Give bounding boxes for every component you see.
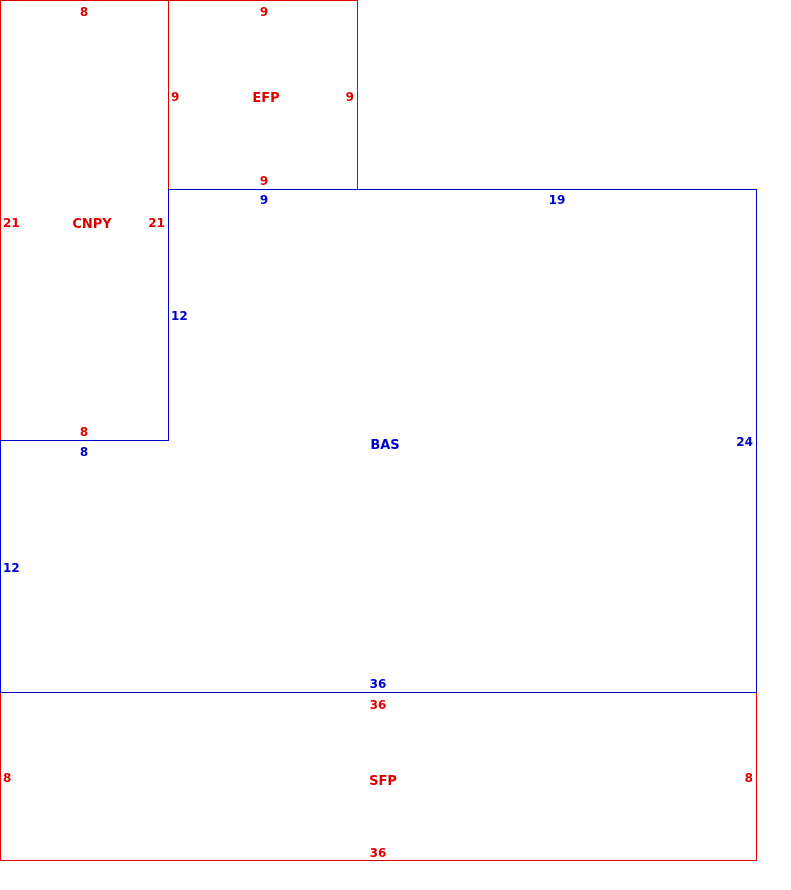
efp-dim-right: 9 [346, 90, 354, 104]
sfp-dim-left: 8 [3, 771, 11, 785]
sfp-dim-top: 36 [370, 698, 387, 712]
cnpy-dim-top: 8 [80, 5, 88, 19]
efp-dim-left: 9 [171, 90, 179, 104]
bas-outline [0, 189, 757, 693]
efp-area-label: EFP [252, 91, 279, 106]
area-bas[interactable]: 9 19 24 36 12 8 12 BAS [0, 189, 757, 693]
cnpy-dim-bottom: 8 [80, 425, 88, 439]
bas-dim-top-right: 19 [549, 193, 566, 207]
sfp-area-label: SFP [369, 774, 397, 789]
cnpy-dim-right: 21 [148, 216, 165, 230]
sfp-dim-bottom: 36 [370, 846, 387, 860]
bas-dim-notch-bottom: 8 [80, 445, 88, 459]
bas-area-label: BAS [370, 438, 399, 453]
cnpy-dim-left: 21 [3, 216, 20, 230]
bas-dim-right: 24 [736, 435, 753, 449]
bas-dim-notch-side: 12 [171, 309, 188, 323]
cnpy-area-label: CNPY [72, 217, 112, 232]
sfp-dim-right: 8 [745, 771, 753, 785]
bas-dim-left: 12 [3, 561, 20, 575]
bas-dim-bottom: 36 [370, 677, 387, 691]
efp-dim-top: 9 [260, 5, 268, 19]
bas-dim-top-left: 9 [260, 193, 268, 207]
efp-dim-bottom: 9 [260, 174, 268, 188]
